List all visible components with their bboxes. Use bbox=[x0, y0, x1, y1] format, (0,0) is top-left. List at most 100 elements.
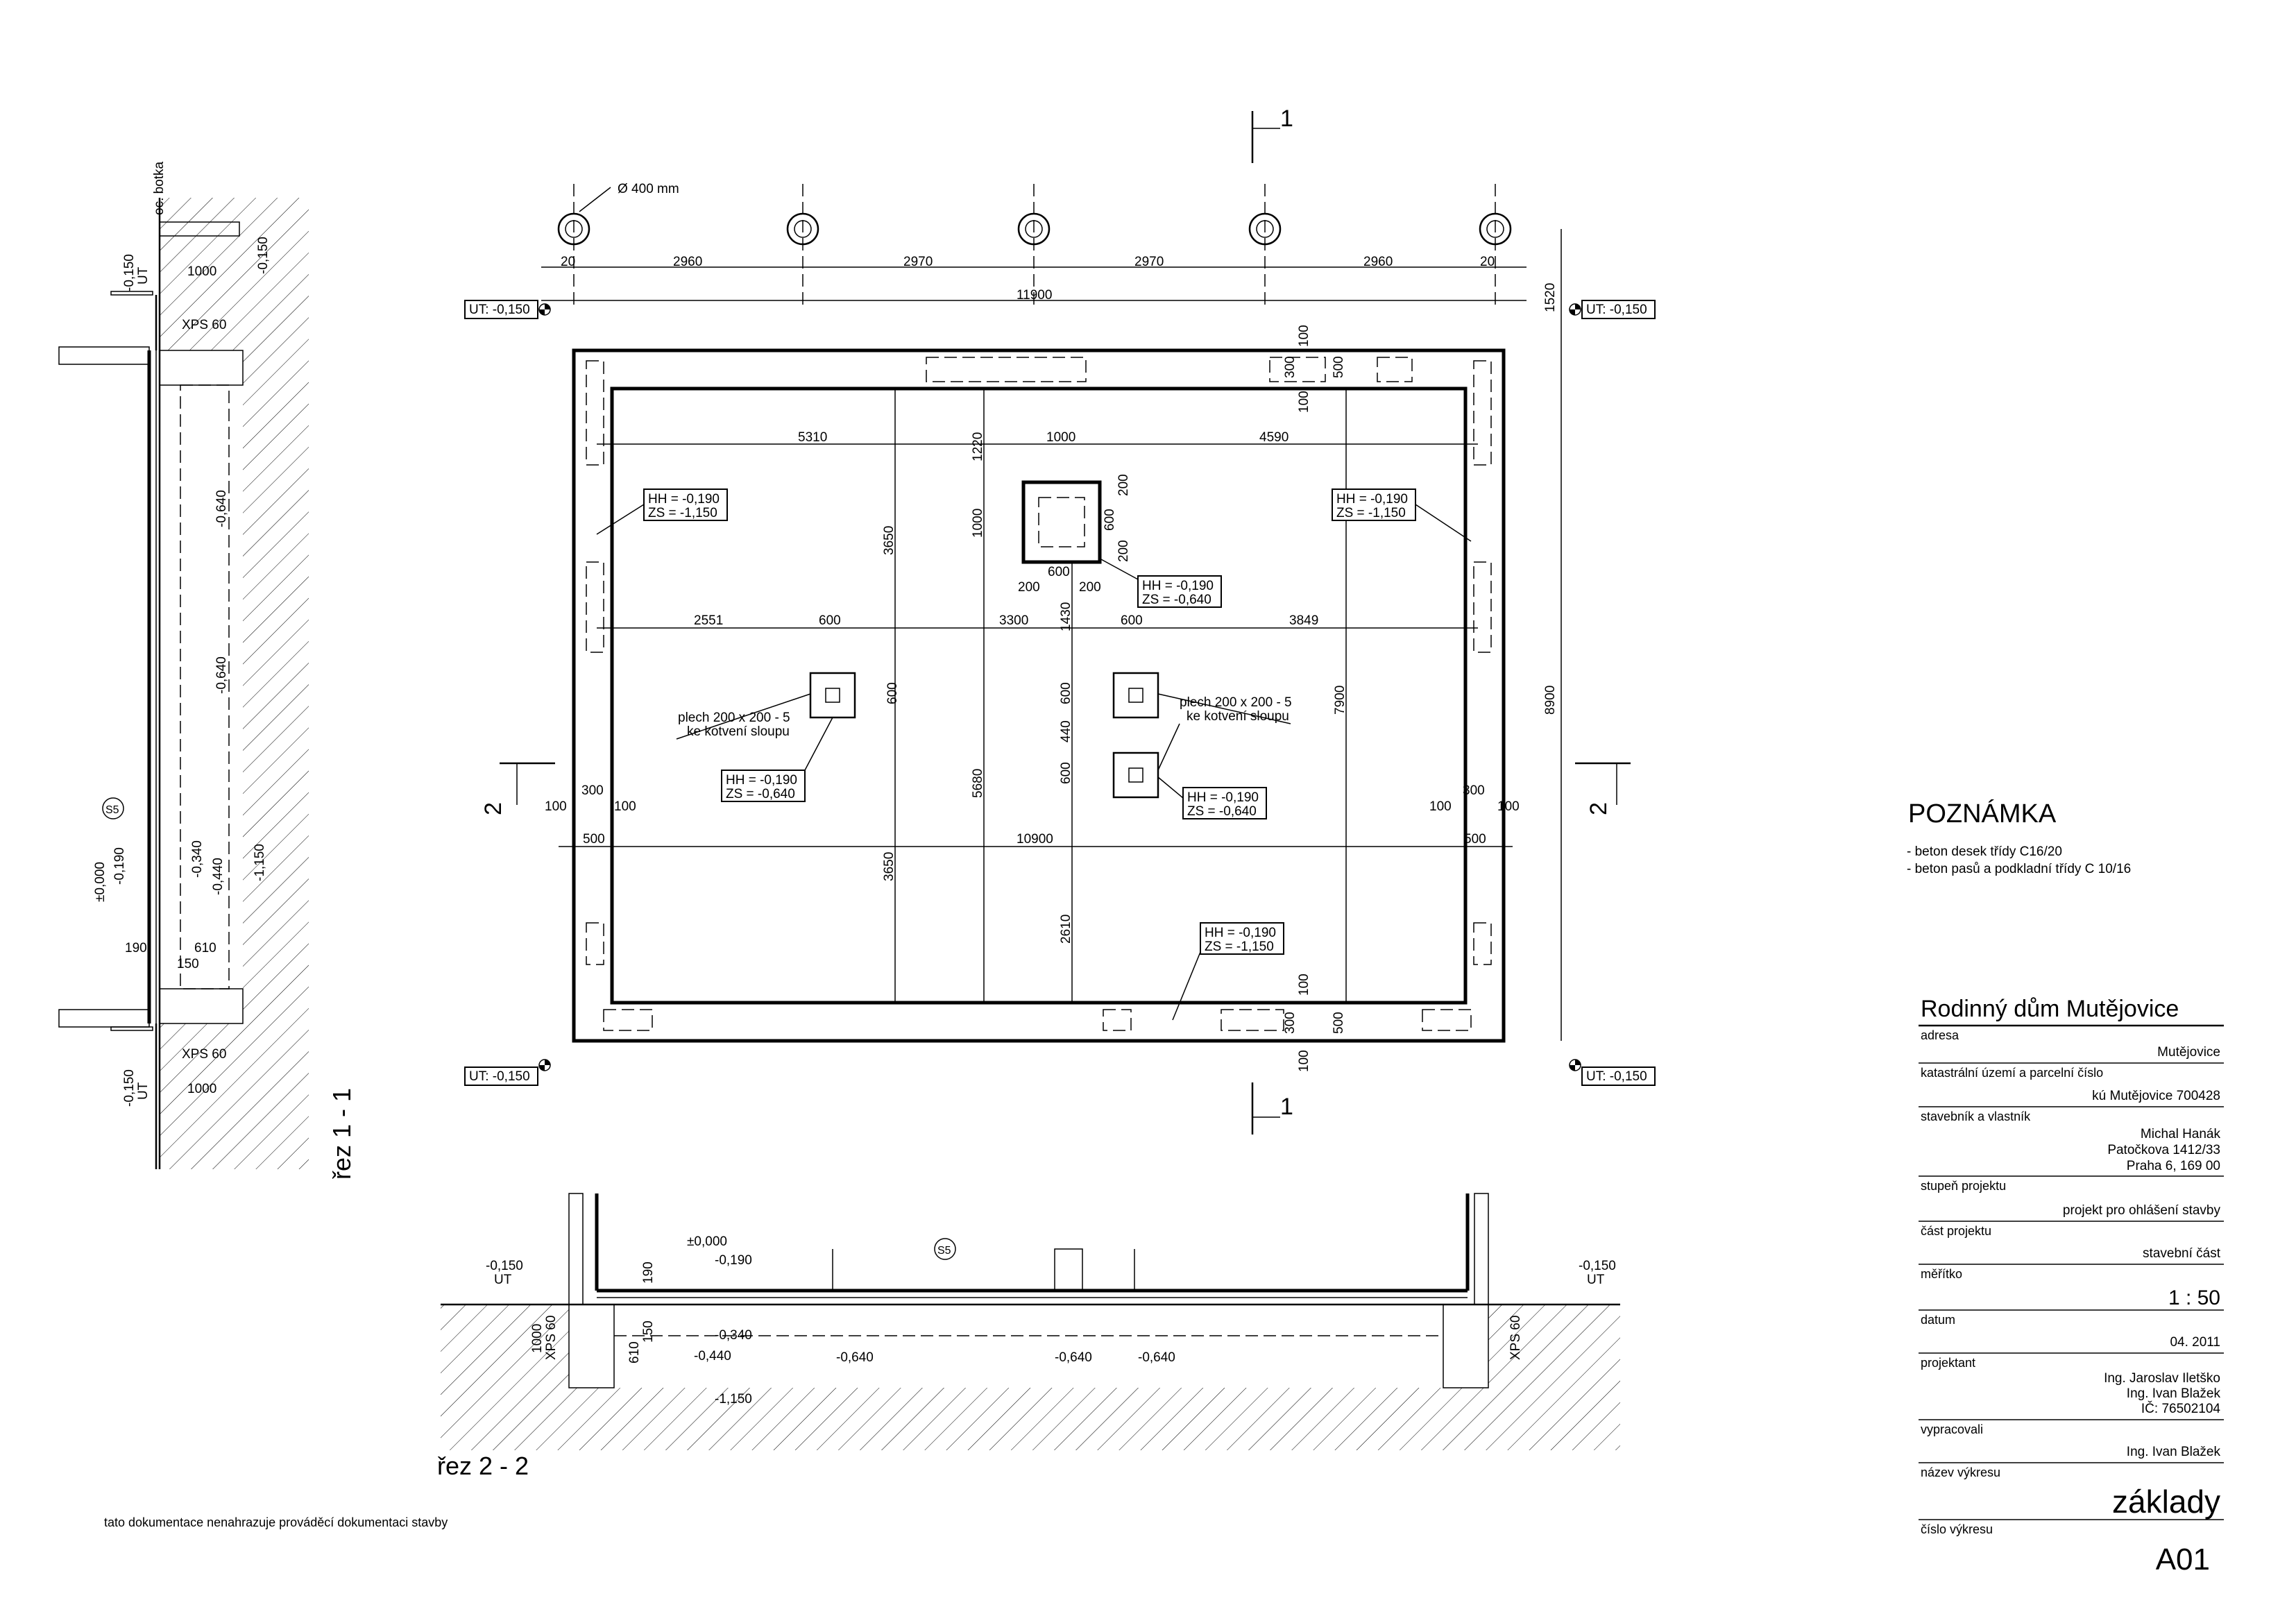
svg-text:100: 100 bbox=[1297, 325, 1311, 347]
dim-500-left: 500 bbox=[583, 832, 605, 847]
section-mark-2-left: 2 bbox=[480, 762, 555, 815]
designer-1: Ing. Jaroslav Iletško bbox=[2104, 1371, 2220, 1386]
s11-xps-bottom: XPS 60 bbox=[182, 1047, 226, 1062]
oc-botka-label: oc. botka bbox=[152, 161, 167, 215]
s11-ut-top: UT bbox=[136, 266, 151, 284]
project-name: Rodinný dům Mutějovice bbox=[1921, 996, 2179, 1022]
s22-lv-640-c: -0,640 bbox=[1138, 1350, 1175, 1365]
tag-hh-zs-left: HH = -0,190 ZS = -1,150 bbox=[596, 488, 728, 535]
svg-text:UT: -0,150: UT: -0,150 bbox=[1586, 303, 1647, 317]
s11-lv-150-top: -0,150 bbox=[122, 254, 137, 291]
tag-hh-zs-bottom: HH = -0,190 ZS = -1,150 bbox=[1172, 922, 1284, 1021]
scale-value: 1 : 50 bbox=[2168, 1286, 2220, 1309]
owner-name: Michal Hanák bbox=[2141, 1127, 2221, 1141]
dim-600-e: 600 bbox=[885, 682, 900, 704]
dim-600-b: 600 bbox=[1121, 613, 1143, 628]
dim-1520: 1520 bbox=[1543, 283, 1558, 312]
columns-row bbox=[557, 184, 1512, 305]
dim-top-5: 20 bbox=[1480, 255, 1495, 269]
svg-text:100: 100 bbox=[1429, 799, 1452, 814]
plech-label-left-2: ke kotvení sloupu bbox=[687, 724, 790, 739]
central-pad-footing bbox=[1021, 480, 1102, 564]
s22-lv-150-right: -0,150 bbox=[1579, 1259, 1616, 1273]
svg-text:300: 300 bbox=[1283, 356, 1298, 378]
dim-7900: 7900 bbox=[1333, 686, 1347, 715]
dim-600-a: 600 bbox=[819, 613, 841, 628]
s22-dim-1000: 1000 bbox=[530, 1324, 545, 1353]
owner-label: stavebník a vlastník bbox=[1921, 1110, 2031, 1123]
dim-1000-h: 1000 bbox=[1046, 430, 1075, 445]
svg-text:100: 100 bbox=[1297, 974, 1311, 996]
svg-text:2: 2 bbox=[480, 802, 507, 815]
dim-top-0: 20 bbox=[561, 255, 575, 269]
s22-lv-440: -0,440 bbox=[694, 1349, 731, 1363]
s22-lv-340: -0,340 bbox=[715, 1328, 752, 1343]
svg-text:HH = -0,190: HH = -0,190 bbox=[648, 492, 720, 507]
s11-lv-190: -0,190 bbox=[112, 847, 127, 885]
address-value: Mutějovice bbox=[2157, 1045, 2220, 1060]
svg-text:500: 500 bbox=[1332, 1012, 1346, 1034]
s22-xps-right: XPS 60 bbox=[1508, 1316, 1523, 1360]
dim-top-4: 2960 bbox=[1363, 255, 1393, 269]
s22-xps-left: XPS 60 bbox=[544, 1316, 559, 1360]
stage-value: projekt pro ohlášení stavby bbox=[2063, 1203, 2221, 1218]
dim-200-a: 200 bbox=[1018, 580, 1040, 595]
cadastre-label: katastrální území a parcelní číslo bbox=[1921, 1066, 2103, 1080]
pad-footing-right-lower bbox=[1112, 751, 1159, 799]
s22-lv-1150: -1,150 bbox=[715, 1392, 752, 1407]
s22-ut-right: UT bbox=[1587, 1273, 1605, 1287]
tag-hh-zs-pad-left: HH = -0,190 ZS = -0,640 bbox=[721, 717, 833, 802]
s11-lv-340: -0,340 bbox=[190, 840, 205, 878]
ut-marker-br: UT: -0,150 bbox=[1569, 1059, 1656, 1086]
note-line-1: - beton desek třídy C16/20 bbox=[1907, 844, 2062, 859]
s22-lv-190: -0,190 bbox=[715, 1253, 752, 1268]
dim-1000-v: 1000 bbox=[971, 509, 985, 538]
s11-dim-190: 190 bbox=[125, 941, 147, 955]
dim-600-d: 600 bbox=[1059, 762, 1073, 784]
svg-text:300: 300 bbox=[581, 783, 604, 798]
drawing-number-label: číslo výkresu bbox=[1921, 1522, 1993, 1536]
dim-top-1: 2960 bbox=[673, 255, 702, 269]
s11-lv-150-bottom: -0,150 bbox=[122, 1069, 137, 1107]
s22-lv-640-b: -0,640 bbox=[1055, 1350, 1092, 1365]
svg-text:100: 100 bbox=[1497, 799, 1520, 814]
section-2-2: S5 ±0,000 -0,190 -0,150 UT -0,150 UT 190… bbox=[437, 1193, 1620, 1480]
dim-1430: 1430 bbox=[1059, 602, 1073, 631]
dim-200-d: 200 bbox=[1116, 540, 1131, 562]
svg-text:HH = -0,190: HH = -0,190 bbox=[1205, 926, 1276, 940]
section-2-2-title: řez 2 - 2 bbox=[437, 1452, 529, 1480]
s11-s5-marker: S5 bbox=[105, 804, 119, 816]
s11-lv-440: -0,440 bbox=[211, 858, 226, 895]
svg-text:UT: -0,150: UT: -0,150 bbox=[469, 303, 530, 317]
dashed-footing-marks bbox=[586, 357, 1492, 1031]
note-block: POZNÁMKA - beton desek třídy C16/20 - be… bbox=[1907, 799, 2131, 876]
s11-ut-bottom: UT bbox=[136, 1082, 151, 1100]
s22-dim-610: 610 bbox=[627, 1341, 642, 1363]
dim-200-b: 200 bbox=[1079, 580, 1101, 595]
outer-strip-footing bbox=[572, 348, 1506, 1043]
prepared-value: Ing. Ivan Blažek bbox=[2127, 1445, 2221, 1459]
ut-marker-tl: UT: -0,150 bbox=[464, 300, 551, 319]
drawing-number-value: A01 bbox=[2156, 1543, 2210, 1577]
designer-label: projektant bbox=[1921, 1356, 1975, 1370]
note-title: POZNÁMKA bbox=[1908, 799, 2057, 829]
prepared-label: vypracovali bbox=[1921, 1422, 1983, 1436]
pad-footing-left bbox=[809, 672, 856, 719]
dim-2610: 2610 bbox=[1059, 915, 1073, 944]
dim-2551: 2551 bbox=[694, 613, 723, 628]
date-label: datum bbox=[1921, 1313, 1955, 1327]
s11-dim-150: 150 bbox=[177, 957, 199, 971]
date-value: 04. 2011 bbox=[2170, 1335, 2220, 1350]
drawing-name-label: název výkresu bbox=[1921, 1465, 2000, 1479]
dim-3650-upper: 3650 bbox=[882, 526, 896, 555]
svg-text:ZS = -1,150: ZS = -1,150 bbox=[1336, 506, 1406, 520]
dim-5310: 5310 bbox=[798, 430, 827, 445]
dim-3650-lower: 3650 bbox=[882, 852, 896, 881]
s22-dim-190: 190 bbox=[641, 1261, 656, 1284]
pad-footing-right-upper bbox=[1112, 672, 1159, 719]
owner-city: Praha 6, 169 00 bbox=[2127, 1159, 2220, 1173]
s11-dim-1000-top: 1000 bbox=[187, 264, 216, 279]
section-mark-2-right: 2 bbox=[1575, 762, 1631, 815]
foundation-plan: Ø 400 mm 20 2960 2970 2970 2960 20 11900… bbox=[464, 105, 1656, 1135]
dim-200-c: 200 bbox=[1116, 474, 1131, 496]
